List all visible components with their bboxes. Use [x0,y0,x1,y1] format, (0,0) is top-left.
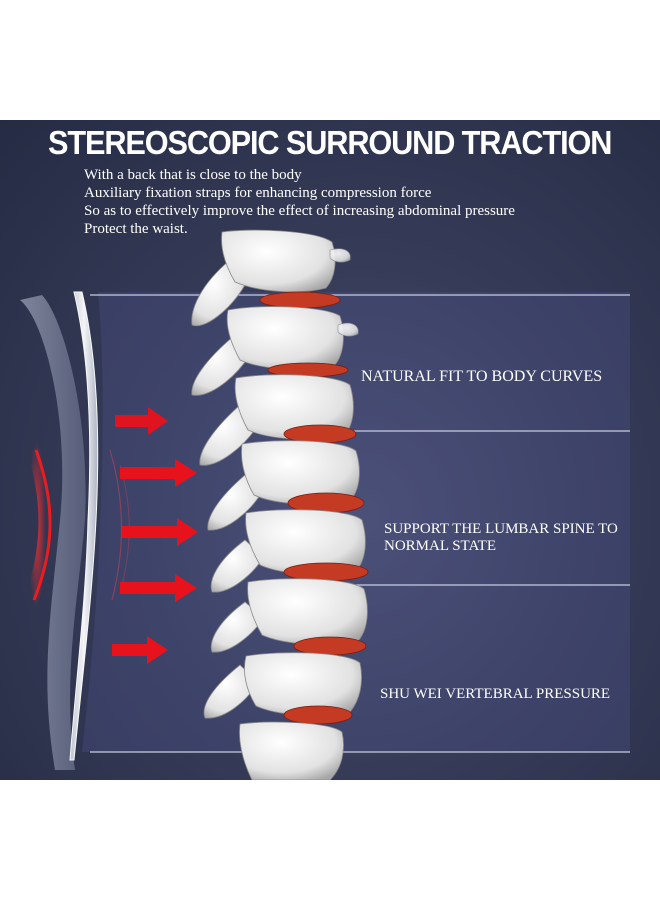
description-line: With a back that is close to the body [84,167,302,183]
spine-brace-illustration [20,229,630,780]
product-infographic-panel: STEREOSCOPIC SURROUND TRACTION With a ba… [0,120,660,780]
brace-plate [69,291,99,761]
description-line: Protect the waist. [84,221,188,237]
arrow-right-icon [120,459,197,487]
lumbar-spine [191,229,369,780]
description-line: So as to effectively improve the effect … [84,203,515,219]
description-line: Auxiliary fixation straps for enhancing … [84,185,432,201]
vertebrae [221,229,369,780]
arrow-right-icon [112,636,168,664]
page-title: STEREOSCOPIC SURROUND TRACTION [48,124,612,161]
arrow-right-icon [120,574,197,602]
pressure-glow [21,437,53,613]
arrow-right-icon [122,518,198,546]
arrow-right-icon [115,407,168,435]
callout-natural-fit: NATURAL FIT TO BODY CURVES [361,368,603,385]
callout-support-lumbar: SUPPORT THE LUMBAR SPINE TO NORMAL STATE [384,521,618,554]
back-silhouette [20,295,86,770]
pressure-arrows [112,407,198,664]
callout-vertebral-pressure: SHU WEI VERTEBRAL PRESSURE [380,686,611,702]
guide-lines [90,294,630,753]
description-block: With a back that is close to the body Au… [84,166,515,238]
